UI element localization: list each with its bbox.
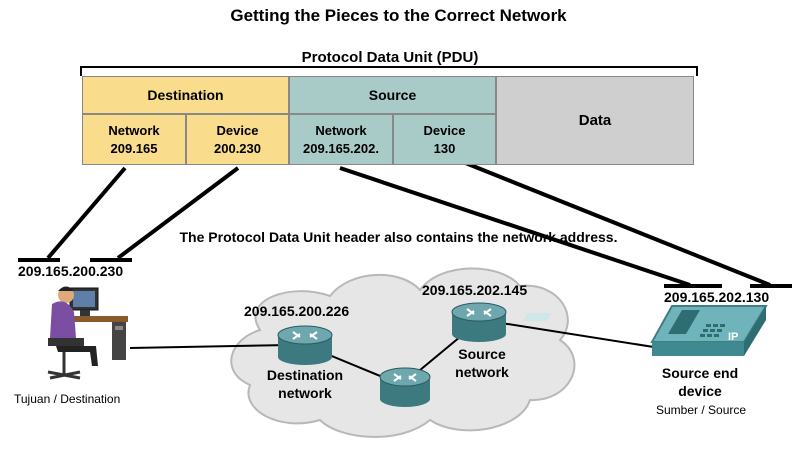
router-right-icon bbox=[451, 302, 507, 342]
source-network-line1: Source bbox=[458, 346, 506, 362]
source-device-cell: Device 130 bbox=[393, 114, 496, 165]
router-left-icon bbox=[277, 325, 333, 365]
source-header: Source bbox=[289, 76, 496, 114]
source-device-label: Device bbox=[423, 122, 466, 138]
destination-device-cell: Device 200.230 bbox=[186, 114, 289, 165]
source-device-value: 130 bbox=[433, 140, 456, 156]
data-cell: Data bbox=[496, 76, 694, 165]
destination-network-line2: network bbox=[278, 385, 332, 401]
svg-text:IP: IP bbox=[728, 331, 738, 343]
source-end-device-label: Source end device bbox=[640, 364, 760, 400]
user-at-computer-icon bbox=[47, 286, 128, 380]
destination-ip-address: 209.165.200.230 bbox=[18, 263, 124, 279]
source-ip-address: 209.165.202.130 bbox=[664, 289, 770, 305]
source-network-line2: network bbox=[455, 364, 509, 380]
source-network-cell: Network 209.165.202. bbox=[289, 114, 393, 165]
destination-device-label: Device bbox=[216, 122, 259, 138]
destination-caption: Tujuan / Destination bbox=[14, 392, 121, 406]
source-end-device-line1: Source end bbox=[661, 365, 739, 381]
pdu-bracket bbox=[80, 66, 698, 76]
address-underlines bbox=[18, 258, 792, 288]
pdu-note: The Protocol Data Unit header also conta… bbox=[179, 229, 618, 245]
destination-header: Destination bbox=[82, 76, 289, 114]
router-right-ip: 209.165.202.145 bbox=[422, 282, 528, 298]
link-destination-host bbox=[129, 344, 291, 349]
page-title: Getting the Pieces to the Correct Networ… bbox=[230, 6, 567, 25]
destination-network-cell: Network 209.165 bbox=[82, 114, 186, 165]
pdu-title: Protocol Data Unit (PDU) bbox=[301, 49, 479, 66]
pdu-mapping-lines bbox=[46, 154, 771, 287]
destination-network-value: 209.165 bbox=[110, 140, 158, 156]
source-network-label: Network bbox=[315, 122, 367, 138]
source-network-label: Source network bbox=[442, 345, 522, 381]
destination-network-label: Network bbox=[108, 122, 160, 138]
destination-network-label: Destination network bbox=[250, 366, 360, 402]
source-network-value: 209.165.202. bbox=[303, 140, 379, 156]
destination-network-line1: Destination bbox=[266, 367, 344, 383]
source-end-device-line2: device bbox=[678, 383, 722, 399]
link-source-phone bbox=[494, 321, 661, 349]
ip-phone-icon: IP bbox=[522, 305, 768, 356]
destination-device-value: 200.230 bbox=[214, 140, 261, 156]
router-left-ip: 209.165.200.226 bbox=[244, 303, 350, 319]
router-bottom-icon bbox=[379, 367, 431, 407]
source-caption: Sumber / Source bbox=[656, 403, 747, 417]
